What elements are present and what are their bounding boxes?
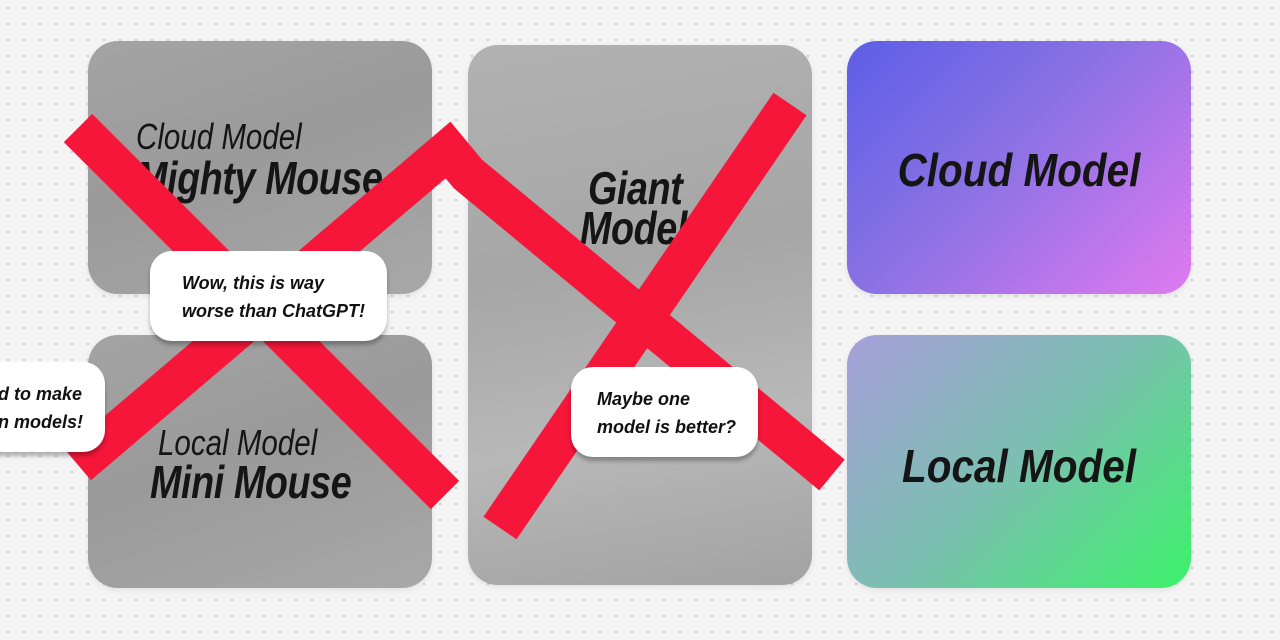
card-title: Local Model <box>902 440 1136 492</box>
speech-bubble-one-model: Maybe one model is better? <box>571 367 759 457</box>
bubble-line: n models! <box>0 412 84 432</box>
speech-bubble-chatgpt: Wow, this is way worse than ChatGPT! <box>150 251 388 341</box>
card-title: Cloud Model <box>897 144 1141 196</box>
card-giant-model: Giant Model <box>468 45 812 585</box>
card-subtitle: Cloud Model <box>136 116 302 157</box>
card-local-mini-mouse: Local Model Mini Mouse <box>88 335 432 588</box>
speech-bubble-make-models: d to make n models! <box>0 362 106 452</box>
bubble-line: worse than ChatGPT! <box>182 301 366 321</box>
card-title: Mighty Mouse <box>136 152 383 204</box>
card-cloud-model: Cloud Model <box>847 41 1191 294</box>
bubble-line: Maybe one <box>597 389 691 409</box>
bubble-line: Wow, this is way <box>182 273 325 293</box>
bubble-line: model is better? <box>597 417 737 437</box>
bubble-line: d to make <box>0 384 83 404</box>
card-title: Mini Mouse <box>150 456 352 508</box>
card-local-model: Local Model <box>847 335 1191 588</box>
card-title-line2: Model <box>580 202 687 254</box>
